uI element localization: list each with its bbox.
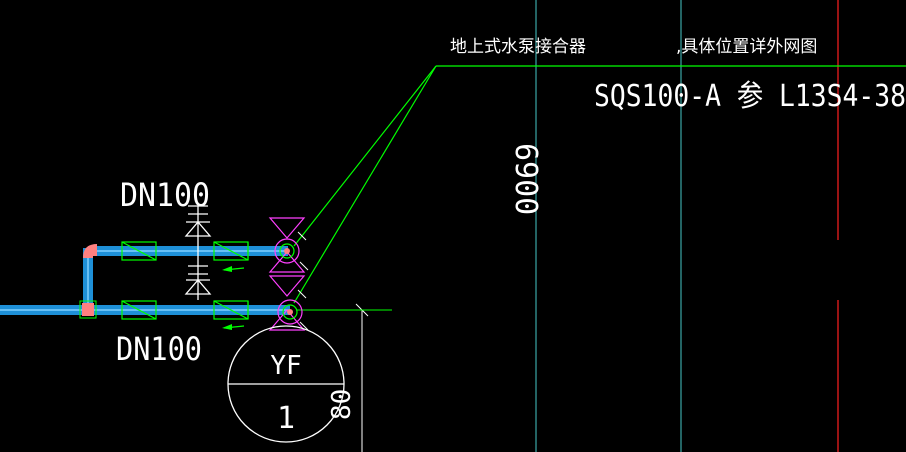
pipe-elbow-icon bbox=[83, 244, 97, 258]
pipe-tee-icon bbox=[82, 303, 94, 316]
location-note: ,具体位置详外网图 bbox=[676, 37, 817, 57]
dimension-80: 80 bbox=[327, 389, 357, 420]
fittings-upper bbox=[121, 241, 249, 261]
dimension-6900: 6900 bbox=[508, 143, 543, 215]
equipment-tag-code: YF bbox=[270, 351, 301, 381]
connector-note: 地上式水泵接合器 bbox=[450, 37, 586, 57]
valve-stack bbox=[184, 205, 212, 300]
gate-valve-icon bbox=[121, 300, 157, 320]
fittings-lower bbox=[121, 300, 249, 320]
pipe-size-upper: DN100 bbox=[120, 176, 210, 214]
pump-connector-icon bbox=[268, 275, 306, 331]
gate-valve-icon bbox=[121, 241, 157, 261]
pipe-network bbox=[0, 246, 290, 315]
equipment-tag-number: 1 bbox=[277, 401, 295, 436]
connector-ticks bbox=[297, 231, 309, 331]
equipment-tag-icon[interactable]: YF 1 bbox=[227, 325, 345, 443]
flow-arrow-icon bbox=[222, 266, 245, 272]
model-reference: SQS100-A 参 L13S4-38 bbox=[594, 79, 906, 114]
pump-connector-icon bbox=[268, 217, 306, 273]
pipe-tee-frame bbox=[79, 300, 97, 319]
check-valve-icon bbox=[184, 221, 212, 237]
leader-line bbox=[293, 65, 906, 304]
check-valve-icon bbox=[184, 279, 212, 295]
pipe-size-lower: DN100 bbox=[116, 330, 202, 368]
flow-arrow-icon bbox=[222, 324, 245, 330]
